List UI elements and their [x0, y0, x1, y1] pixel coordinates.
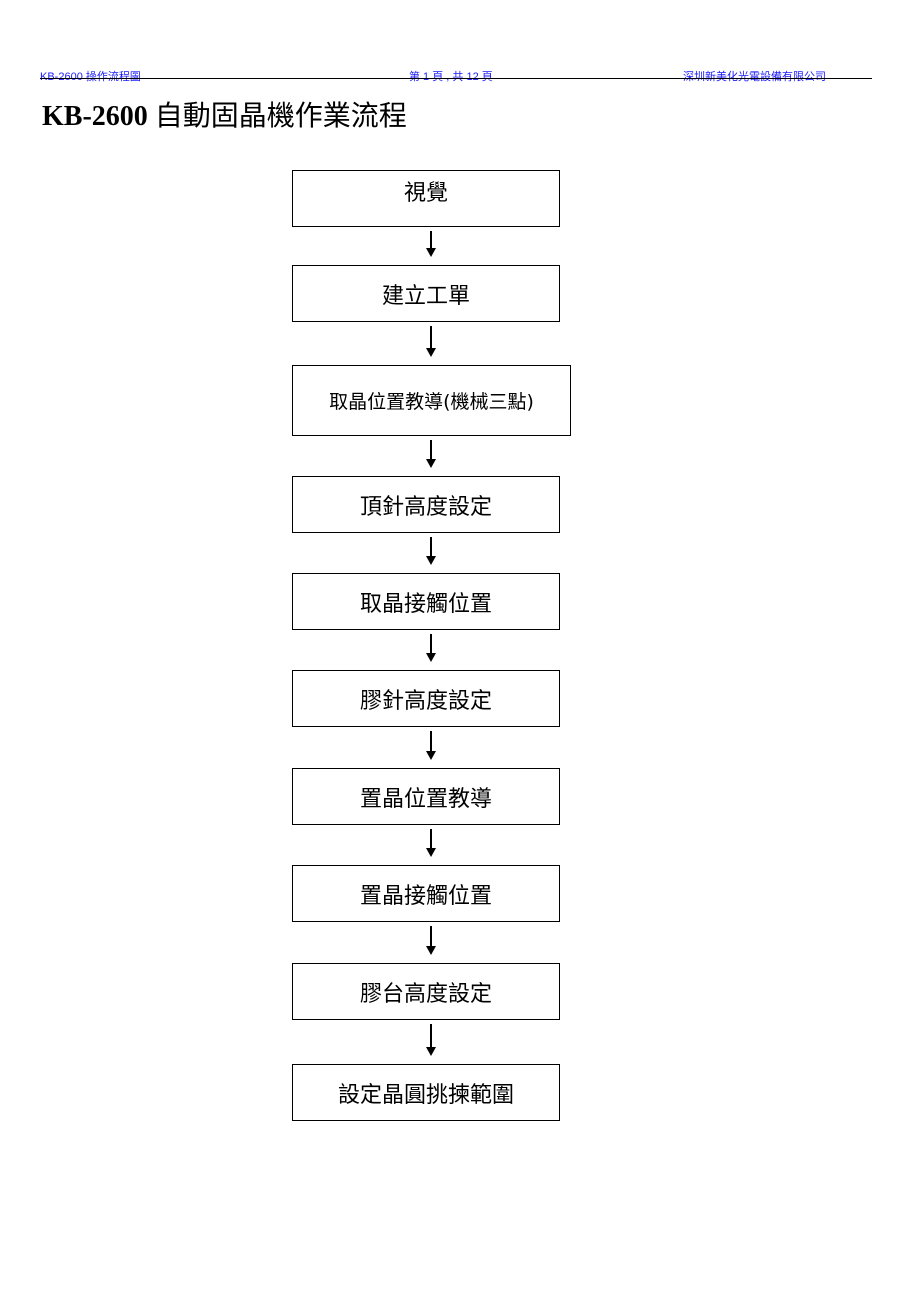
flow-step: 視覺	[292, 170, 560, 227]
down-arrow-icon	[426, 1024, 436, 1056]
header-company: 深圳新美化光電設備有限公司	[683, 71, 826, 83]
header-doc-name: KB-2600 操作流程圖	[40, 71, 141, 83]
title-model: KB-2600	[42, 101, 148, 132]
flow-step: 建立工單	[292, 265, 560, 322]
page-title: KB-2600 自動固晶機作業流程	[42, 94, 407, 134]
flow-step: 膠針高度設定	[292, 670, 560, 727]
header-page-info: 第 1 頁 , 共 12 頁	[409, 71, 493, 83]
flow-step: 置晶位置教導	[292, 768, 560, 825]
down-arrow-icon	[426, 231, 436, 257]
flow-step: 取晶接觸位置	[292, 573, 560, 630]
down-arrow-icon	[426, 537, 436, 565]
title-text: 自動固晶機作業流程	[154, 99, 407, 132]
flow-step: 設定晶圓挑揀範圍	[292, 1064, 560, 1121]
down-arrow-icon	[426, 731, 436, 760]
header-rule	[40, 78, 872, 79]
down-arrow-icon	[426, 440, 436, 468]
down-arrow-icon	[426, 326, 436, 357]
flow-step: 膠台高度設定	[292, 963, 560, 1020]
flow-step: 頂針高度設定	[292, 476, 560, 533]
down-arrow-icon	[426, 634, 436, 662]
down-arrow-icon	[426, 926, 436, 955]
down-arrow-icon	[426, 829, 436, 857]
flow-step: 置晶接觸位置	[292, 865, 560, 922]
flow-step: 取晶位置教導(機械三點)	[292, 365, 571, 436]
